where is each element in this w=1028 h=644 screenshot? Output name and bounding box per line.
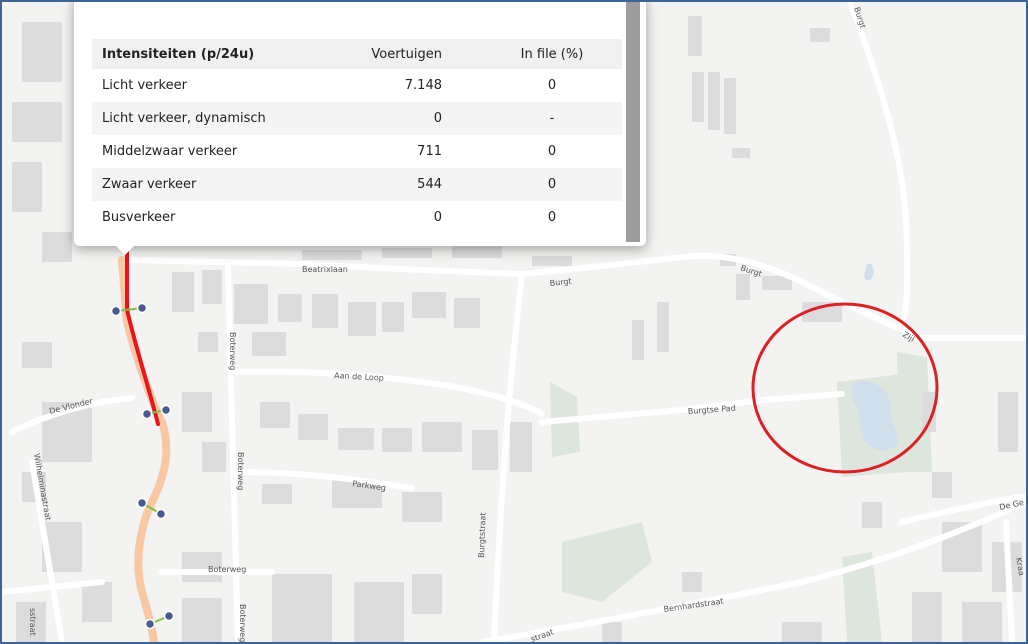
street-labels: Burgt Beatrixlaan Burgt Burgt Zijl Boter… [28,6,1026,642]
label-beatrixlaan: Beatrixlaan [302,265,348,274]
row-vehicles: 0 [346,102,482,135]
popup-pointer [116,246,134,255]
label-boterweg-3: Boterweg [208,565,246,574]
road-kraai [1003,519,1015,642]
row-vehicles: 0 [433,210,442,225]
green-area-east [897,352,932,472]
label-bernhardstraat: Bernhardstraat [663,597,724,614]
road-node[interactable] [110,305,122,317]
label-burgtstraat: Burgtstraat [477,512,488,558]
road-de-ge [899,493,1026,525]
table-row: Licht verkeer, dynamisch 0 - [92,102,622,135]
row-name: Middelzwaar verkeer [102,144,238,159]
label-boterweg-2: Boterweg [236,452,245,490]
table-row: Middelzwaar verkeer 711 0 [92,135,622,168]
road-burgtse-pad [539,391,845,425]
road-boterweg-south [229,419,241,642]
label-boterweg-1: Boterweg [228,332,237,370]
label-aan-de-loop: Aan de Loop [334,371,384,383]
road-node[interactable] [160,404,172,416]
header-vehicles: Voertuigen [346,39,482,69]
green-area-strip [842,552,882,642]
row-vehicles: 544 [346,168,482,201]
road-node[interactable] [141,408,153,420]
label-sstraat-left: sstraat [28,608,37,636]
road-bernhardstraat [479,499,1026,642]
row-vehicles: 7.148 [404,78,442,93]
table-row: Busverkeer 0 0 [92,201,622,234]
header-in-file: In file (%) [482,39,622,69]
road-burgt-north [847,2,911,325]
header-intensity: Intensiteiten (p/24u) [92,39,346,69]
road-de-vlonder [9,395,135,435]
table-body: Licht verkeer 7.148 0 Licht verkeer, dyn… [92,69,622,234]
pond-water [851,381,899,451]
label-burgt-1: Burgt [549,277,572,288]
green-area-south [562,522,652,602]
row-name: Busverkeer [102,210,176,225]
intensity-table: Intensiteiten (p/24u) Voertuigen In file… [92,39,622,234]
road-burgtstraat [491,271,525,642]
popup-scrollbar[interactable] [626,2,640,242]
row-in-file: 0 [547,144,557,159]
road-parkweg [239,469,415,491]
row-in-file: - [482,102,622,135]
annotation-circle [751,302,939,474]
pond-small [864,263,874,281]
road-node[interactable] [136,497,148,509]
row-name: Licht verkeer, dynamisch [92,102,346,135]
label-kraai: Kraa [1014,557,1026,577]
row-in-file: 0 [547,210,557,225]
road-node[interactable] [155,508,167,520]
road-west-south [2,579,105,595]
table-header: Intensiteiten (p/24u) Voertuigen In file… [92,39,622,69]
road-wilhelminastraat [29,459,65,642]
road-nodes[interactable] [110,302,175,630]
row-vehicles: 711 [417,144,442,159]
label-burgtse-pad: Burgtse Pad [688,404,737,416]
label-boterweg-4: Boterweg [238,604,247,642]
row-in-file: 0 [482,168,622,201]
row-in-file: 0 [547,78,557,93]
road-aan-de-loop [229,368,545,417]
road-node[interactable] [144,618,156,630]
table-row: Licht verkeer 7.148 0 [92,69,622,102]
table-header-row: Intensiteiten (p/24u) Voertuigen In file… [92,39,622,69]
intensity-popup[interactable]: Intensiteiten (p/24u) Voertuigen In file… [74,2,646,255]
road-node[interactable] [163,610,175,622]
table-row: Zwaar verkeer 544 0 [92,168,622,201]
row-name: Zwaar verkeer [92,168,346,201]
row-name: Licht verkeer [102,78,187,93]
road-beatrixlaan [124,252,1026,341]
road-boterweg-north [225,261,235,425]
road-node[interactable] [136,302,148,314]
